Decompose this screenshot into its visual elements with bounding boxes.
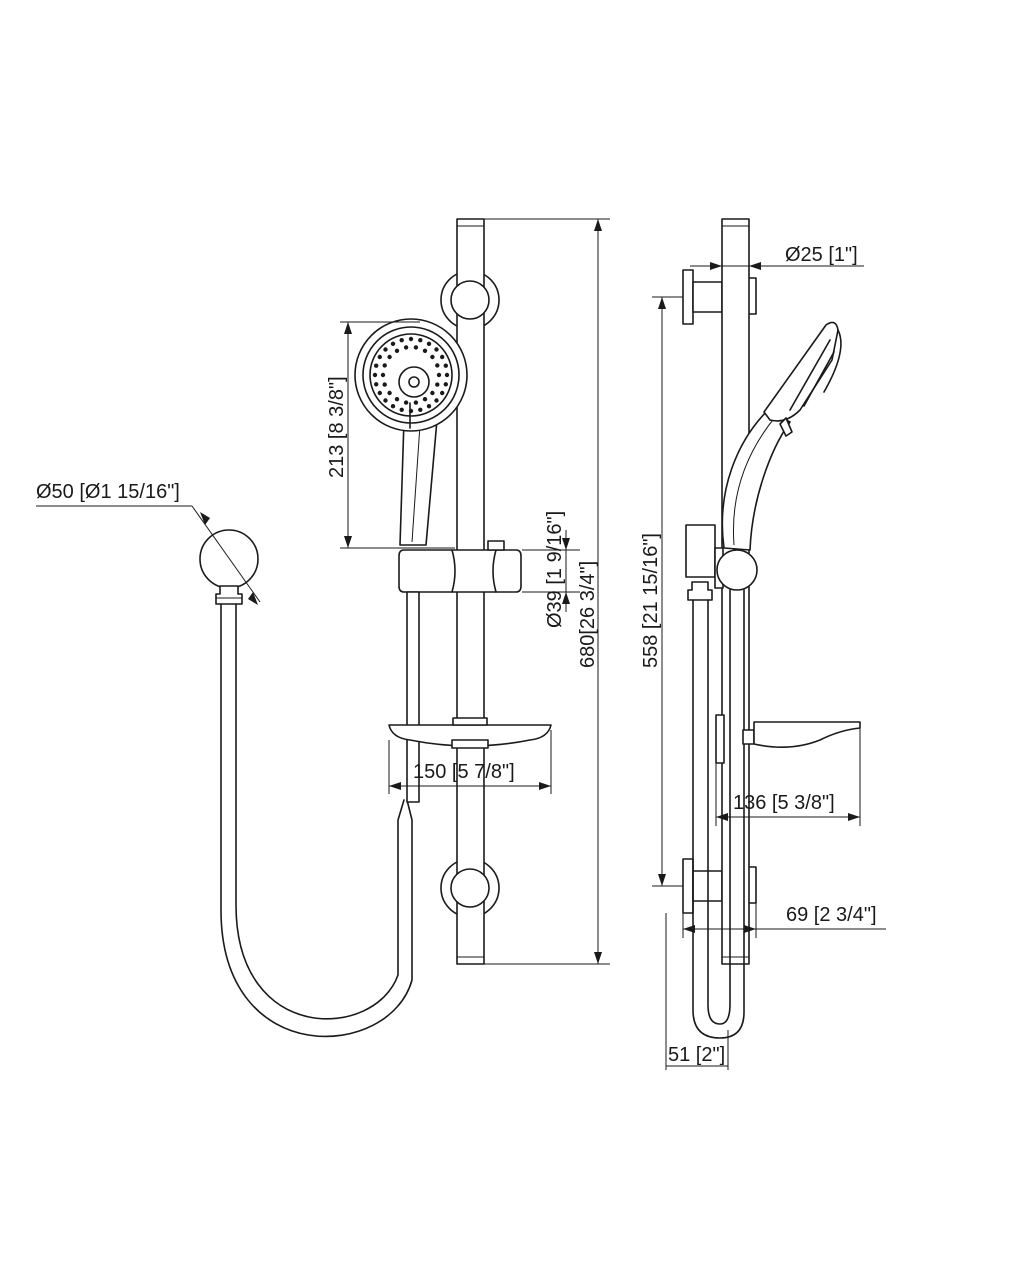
- nozzle-dot: [399, 338, 404, 343]
- nozzle-dot: [436, 372, 442, 378]
- nozzle-dot: [394, 348, 400, 353]
- dim-head-height: 213 [8 3/8"]: [326, 321, 455, 549]
- dim-wall-outlet: Ø50 [Ø1 15/16"]: [36, 481, 261, 605]
- nozzle-dot: [382, 382, 387, 387]
- nozzle-dot: [443, 382, 448, 387]
- nozzle-dot: [435, 363, 440, 368]
- nozzle-dot: [413, 400, 419, 405]
- nozzle-dot: [430, 354, 435, 360]
- side-handshower: [721, 321, 842, 551]
- nozzle-dot: [387, 390, 392, 396]
- nozzle-dot: [418, 407, 423, 412]
- nozzle-dot: [372, 372, 378, 378]
- nozzle-dot: [377, 354, 382, 360]
- nozzle-dot: [413, 345, 419, 350]
- label-head-height: 213 [8 3/8"]: [326, 376, 348, 478]
- nozzle-dot: [426, 341, 432, 346]
- wall-outlet: [199, 529, 259, 605]
- nozzle-dot: [394, 397, 400, 402]
- nozzle-dot: [383, 347, 388, 352]
- nozzle-dot: [444, 372, 450, 378]
- nozzle-dot: [408, 408, 414, 414]
- nozzle-dot: [435, 382, 440, 387]
- front-slider: [398, 540, 522, 803]
- nozzle-dot: [418, 338, 423, 343]
- nozzle-dot: [440, 390, 445, 396]
- nozzle-dot: [403, 400, 409, 405]
- label-slider-dia: Ø39 [1 9/16"]: [544, 511, 566, 628]
- label-wall-outlet: Ø50 [Ø1 15/16"]: [36, 481, 180, 503]
- nozzle-dot: [383, 398, 388, 403]
- dim-dish-width: 150 [5 7/8"]: [388, 730, 552, 794]
- side-soap-dish: [715, 714, 861, 764]
- front-handshower: [354, 318, 468, 546]
- side-hose: [687, 581, 745, 1039]
- hose: [220, 603, 413, 1038]
- nozzle-dot: [377, 390, 382, 396]
- nozzle-dot: [374, 363, 379, 368]
- nozzle-dot: [434, 347, 439, 352]
- nozzle-dot: [408, 336, 414, 342]
- nozzle-dot: [390, 404, 396, 409]
- nozzle-dot: [430, 390, 435, 396]
- nozzle-dot: [403, 345, 409, 350]
- nozzle-dot: [374, 382, 379, 387]
- label-dish-width: 150 [5 7/8"]: [413, 761, 515, 783]
- nozzle-dot: [426, 404, 432, 409]
- nozzle-dot: [399, 407, 404, 412]
- label-rail-dia: Ø25 [1"]: [785, 244, 858, 266]
- dim-rail-length: 680[26 3/4"]: [484, 218, 610, 965]
- nozzle-dot: [390, 341, 396, 346]
- nozzle-dot: [440, 354, 445, 360]
- label-bracket-depth: 69 [2 3/4"]: [786, 904, 877, 926]
- nozzle-dot: [443, 363, 448, 368]
- dim-dish-depth: 136 [5 3/8"]: [715, 728, 861, 826]
- nozzle-dot: [422, 397, 428, 402]
- dim-rail-dia: Ø25 [1"]: [690, 244, 864, 275]
- label-dish-depth: 136 [5 3/8"]: [733, 792, 835, 814]
- dim-slider-dia: Ø39 [1 9/16"]: [522, 511, 580, 628]
- nozzle-dot: [387, 354, 392, 360]
- dim-rail-offset: 51 [2"]: [665, 913, 729, 1070]
- label-rail-length: 680[26 3/4"]: [577, 561, 599, 668]
- nozzle-dot: [422, 348, 428, 353]
- front-soap-dish: [388, 717, 552, 749]
- side-slider: [685, 524, 758, 591]
- dim-bracket-span: 558 [21 15/16"]: [640, 296, 683, 887]
- label-bracket-span: 558 [21 15/16"]: [640, 533, 662, 668]
- nozzle-dot: [380, 372, 386, 378]
- nozzle-dot: [382, 363, 387, 368]
- label-rail-offset: 51 [2"]: [668, 1044, 725, 1066]
- dim-bracket-depth: 69 [2 3/4"]: [682, 903, 886, 938]
- nozzle-dot: [434, 398, 439, 403]
